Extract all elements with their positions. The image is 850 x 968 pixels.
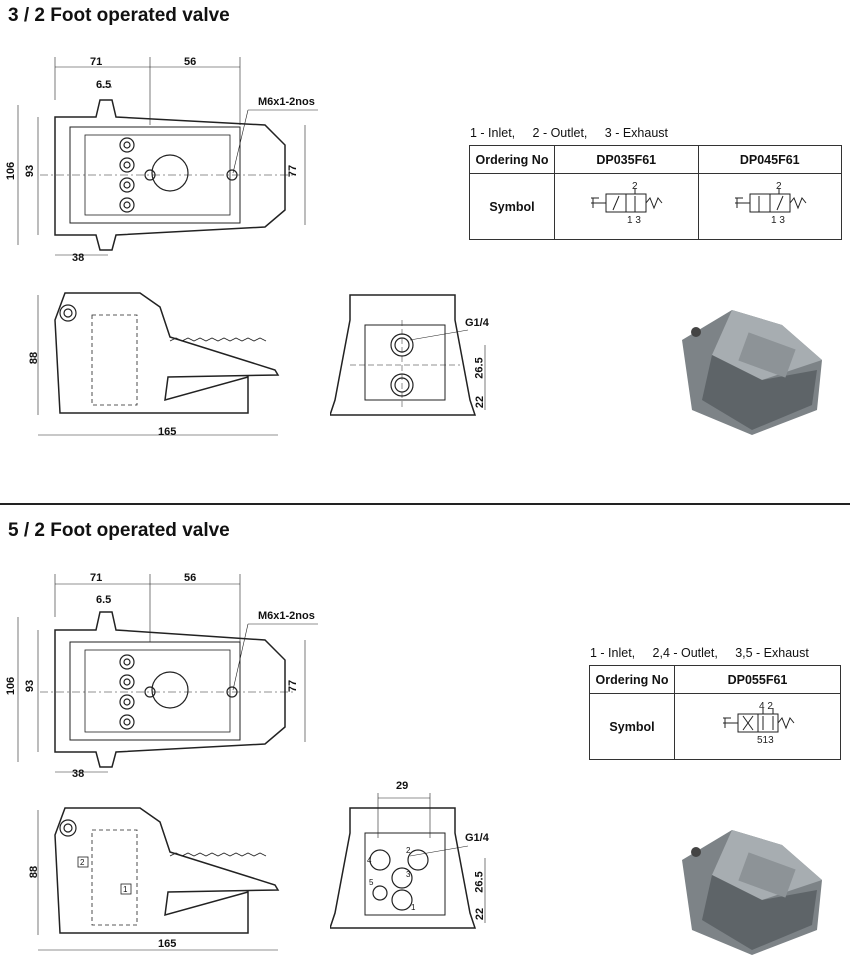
dim-26-5: 26.5 [473, 357, 486, 379]
dim-29: 29 [396, 780, 409, 792]
section-divider [0, 503, 850, 505]
top-view-drawing-2 [17, 574, 318, 773]
ordering-no-1: DP055F61 [674, 665, 841, 694]
dim-6-5: 6.5 [96, 594, 112, 606]
end-view-drawing-2 [330, 793, 486, 929]
port-legend: 1 - Inlet, 2 - Outlet, 3 - Exhaust [470, 126, 668, 140]
dim-165: 165 [158, 938, 177, 950]
port-note: G1/4 [465, 317, 489, 329]
symbol-label: Symbol [589, 693, 675, 760]
dim-6-5: 6.5 [96, 79, 112, 91]
dim-77: 77 [287, 679, 300, 693]
end-view-drawing-1 [330, 294, 486, 416]
port-label-1: 1 [123, 885, 128, 894]
side-view-drawing-2 [37, 807, 280, 951]
symbol-cell-2: 2 1 3 [697, 173, 842, 240]
dim-22: 22 [474, 907, 487, 921]
thread-note: M6x1-2nos [258, 96, 315, 108]
dim-93: 93 [24, 679, 37, 693]
port-label-1: 1 [411, 903, 416, 912]
dim-77: 77 [287, 164, 300, 178]
dim-106: 106 [5, 676, 18, 696]
dim-106: 106 [5, 161, 18, 181]
foot-valve-photo-2 [682, 830, 822, 955]
port-label-2: 2 [80, 858, 85, 867]
port-label-4: 4 [367, 856, 372, 865]
ordering-table: Ordering No DP055F61 Symbol 4 2 513 [589, 665, 841, 760]
symbol-port-bottom: 1 3 [627, 215, 641, 226]
dim-71: 71 [90, 572, 103, 584]
thread-note: M6x1-2nos [258, 610, 315, 622]
dim-93: 93 [24, 164, 37, 178]
valve-symbol-icon: 2 1 3 [734, 181, 807, 226]
valve-symbol-icon: 2 1 3 [591, 181, 663, 226]
dim-22: 22 [474, 395, 487, 409]
port-label-3: 3 [406, 870, 411, 879]
symbol-cell-1: 4 2 513 [674, 693, 841, 760]
dim-88: 88 [28, 351, 41, 365]
ordering-no-2: DP045F61 [697, 145, 842, 174]
top-view-drawing-1 [17, 57, 318, 256]
dim-38: 38 [72, 252, 85, 264]
ordering-no-1: DP035F61 [554, 145, 699, 174]
side-view-drawing-1 [37, 292, 280, 436]
symbol-port-bottom: 513 [757, 735, 774, 746]
port-label-5: 5 [369, 878, 374, 887]
valve-symbol-icon: 4 2 513 [722, 701, 794, 746]
port-note: G1/4 [465, 832, 489, 844]
dim-88: 88 [28, 865, 41, 879]
dim-56: 56 [184, 56, 197, 68]
port-label-2: 2 [406, 846, 411, 855]
section2-title: 5 / 2 Foot operated valve [8, 520, 230, 541]
foot-valve-photo-1 [682, 310, 822, 435]
dim-56: 56 [184, 572, 197, 584]
ordering-table: Ordering No DP035F61 DP045F61 Symbol 2 1… [469, 145, 842, 240]
symbol-label: Symbol [469, 173, 555, 240]
symbol-port-top: 4 2 [759, 701, 773, 712]
symbol-port-top: 2 [632, 181, 638, 192]
dim-71: 71 [90, 56, 103, 68]
section1-title: 3 / 2 Foot operated valve [8, 5, 230, 26]
symbol-port-bottom: 1 3 [771, 215, 785, 226]
symbol-port-top: 2 [776, 181, 782, 192]
dim-38: 38 [72, 768, 85, 780]
dim-26-5: 26.5 [473, 871, 486, 893]
ordering-no-label: Ordering No [469, 145, 555, 174]
ordering-no-label: Ordering No [589, 665, 675, 694]
dim-165: 165 [158, 426, 177, 438]
port-legend: 1 - Inlet, 2,4 - Outlet, 3,5 - Exhaust [590, 646, 809, 660]
symbol-cell-1: 2 1 3 [554, 173, 699, 240]
